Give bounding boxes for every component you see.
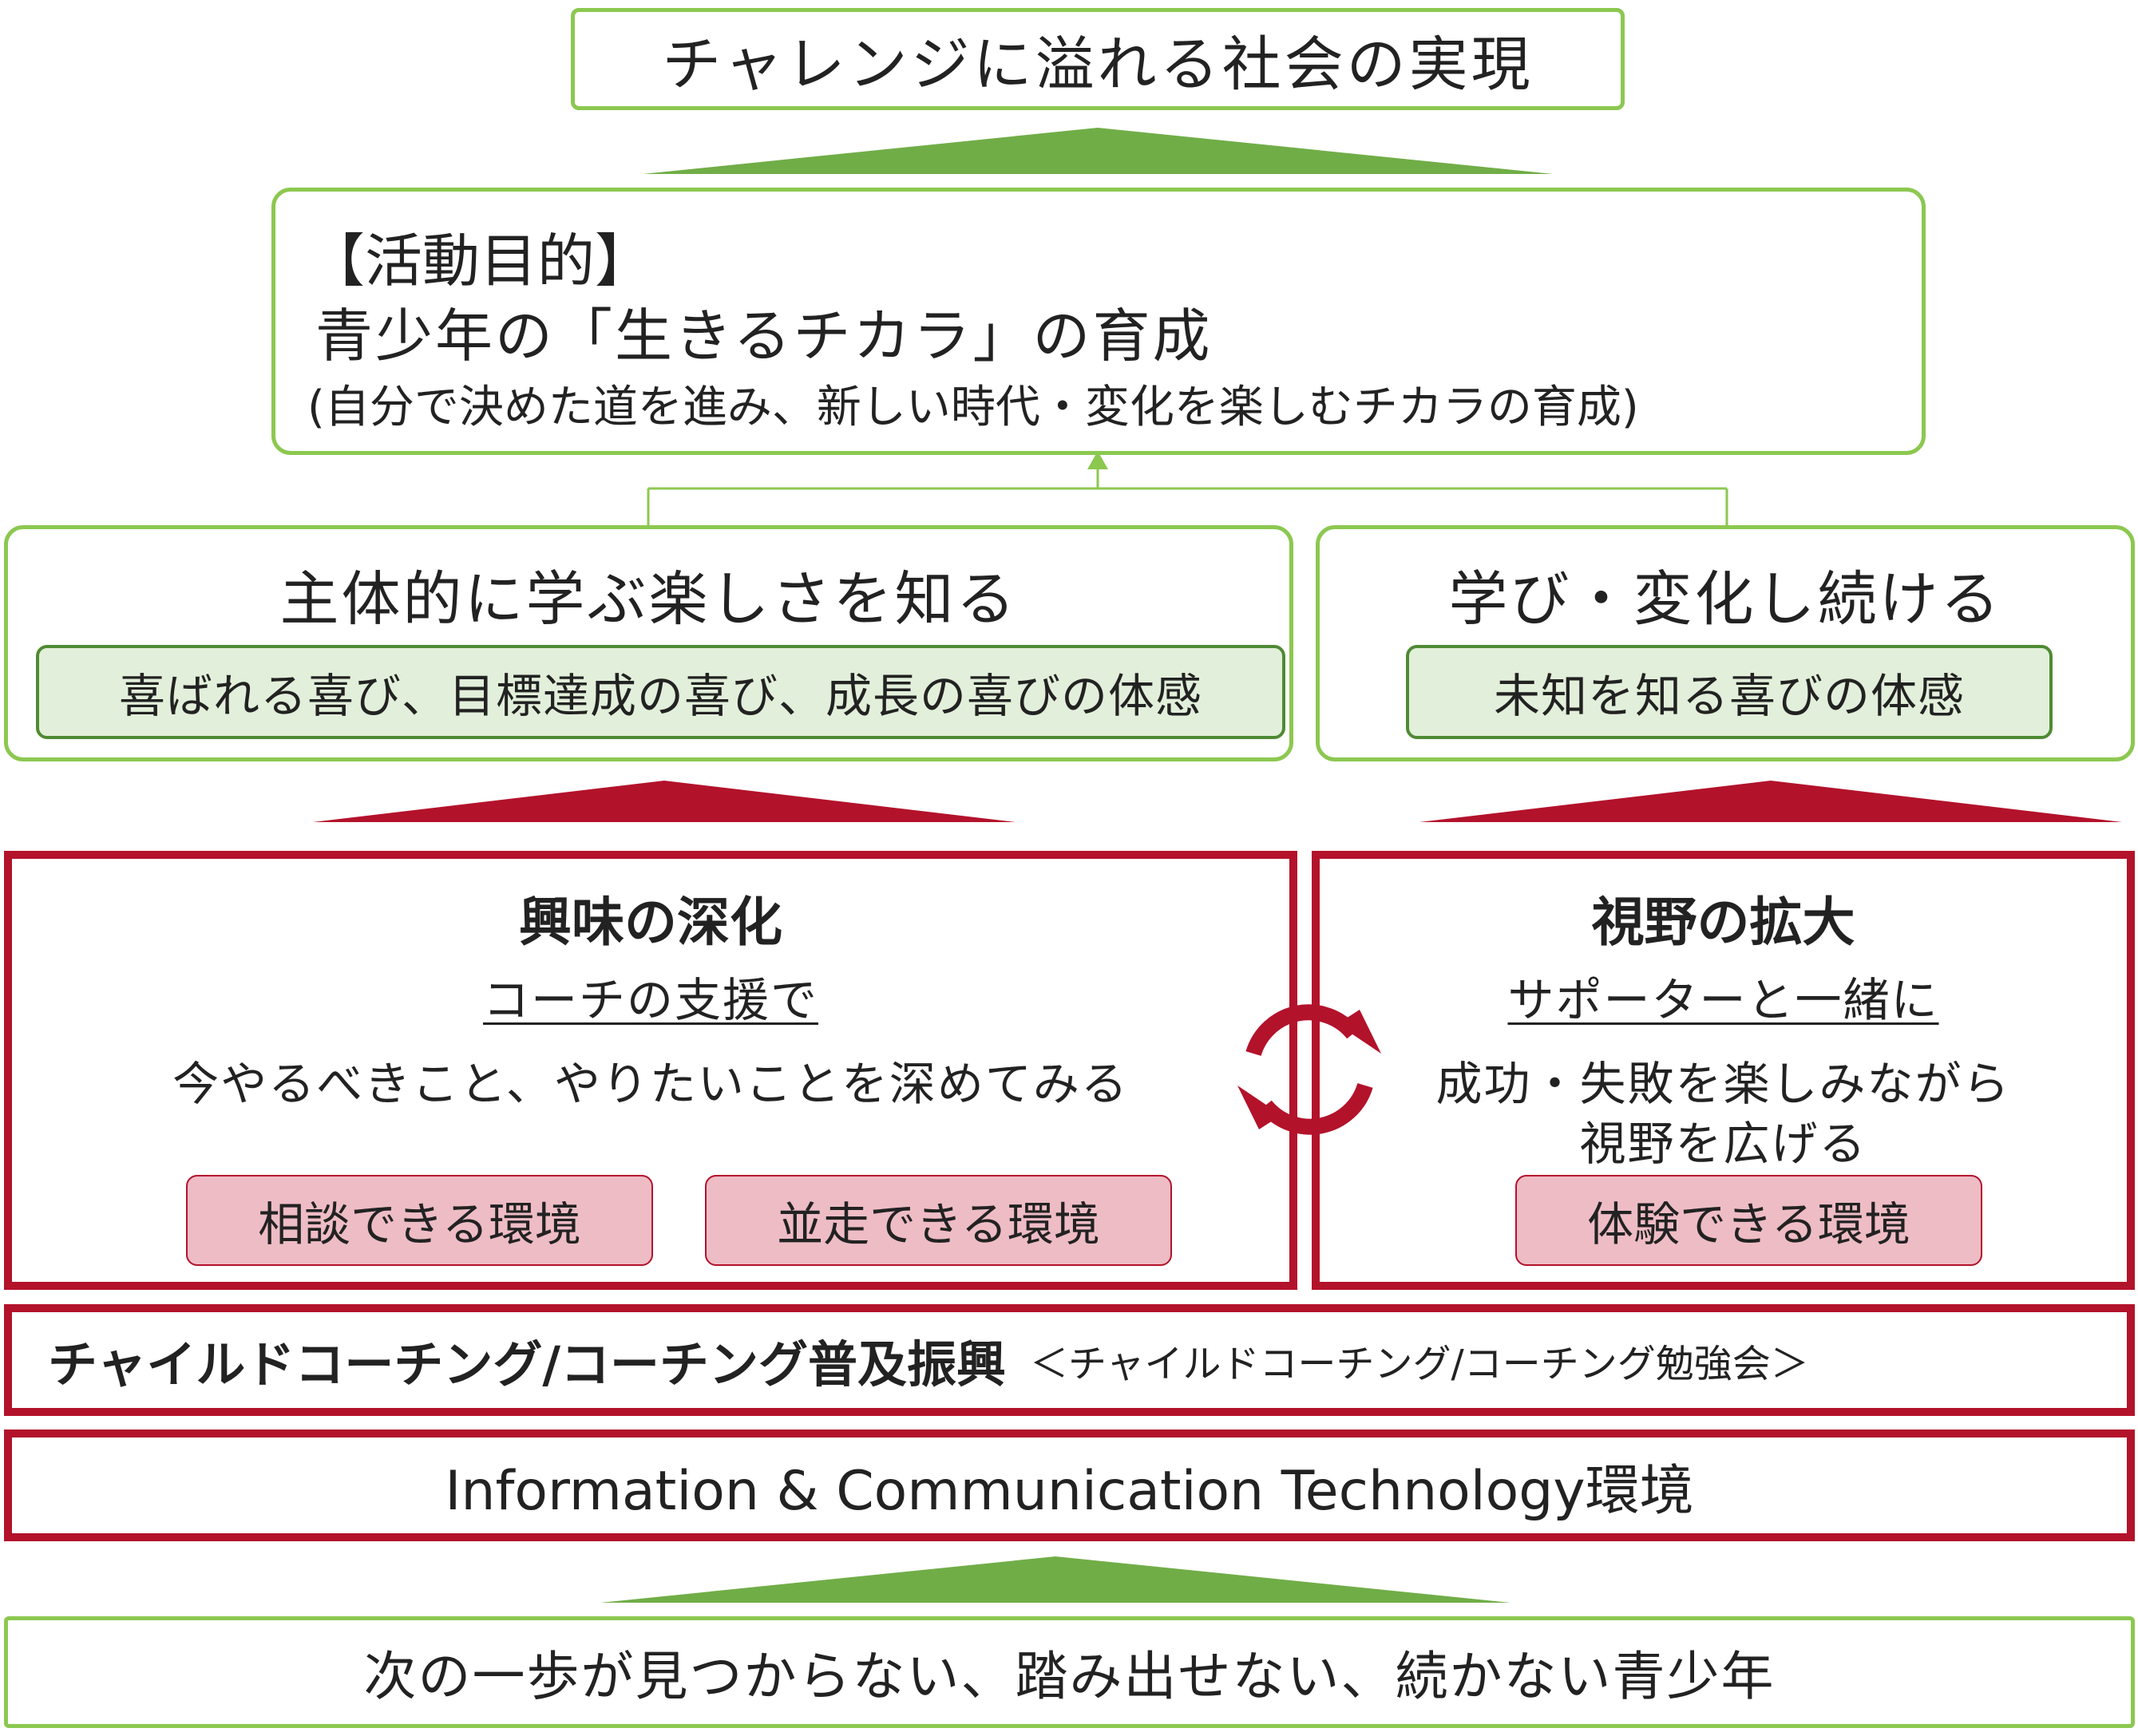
deepen-env-parallel: 並走できる環境 xyxy=(705,1175,1172,1266)
outcome-right-title: 学び・変化し続ける xyxy=(1448,565,2002,634)
expand-box: 視野の拡大 サポーターと一緒に 成功・失敗を楽しみながら 視野を広げる 体験でき… xyxy=(1312,851,2135,1290)
outcome-left-pill: 喜ばれる喜び、目標達成の喜び、成長の喜びの体感 xyxy=(36,645,1285,739)
purpose-heading: 【活動目的】 xyxy=(307,227,653,295)
expand-body-line1: 成功・失敗を楽しみながら xyxy=(1435,1057,2011,1111)
ict-text: Information & Communication Technology環境 xyxy=(445,1459,1694,1523)
expand-title: 視野の拡大 xyxy=(1591,892,1855,953)
coaching-text-row: チャイルドコーチング/コーチング普及振興 ＜チャイルドコーチング/コーチング勉強… xyxy=(48,1312,1809,1408)
expand-subtitle-wrap: サポーターと一緒に xyxy=(1320,963,2127,1030)
expand-subtitle: サポーターと一緒に xyxy=(1507,973,1939,1027)
purpose-title: 青少年の「生きるチカラ」の育成 xyxy=(315,303,1213,370)
green-triangle-top xyxy=(643,128,1553,174)
expand-body-line2: 視野を広げる xyxy=(1579,1117,1867,1171)
outcome-left-pill-text: 喜ばれる喜び、目標達成の喜び、成長の喜びの体感 xyxy=(118,669,1202,723)
outcome-left-box: 主体的に学ぶ楽しさを知る 喜ばれる喜び、目標達成の喜び、成長の喜びの体感 xyxy=(4,525,1293,761)
deepen-body: 今やるべきこと、やりたいことを深めてみる xyxy=(172,1057,1129,1111)
red-triangle-left xyxy=(313,781,1016,822)
goal-box: チャレンジに溢れる社会の実現 xyxy=(571,8,1625,110)
expand-env-experience-text: 体験できる環境 xyxy=(1587,1197,1910,1252)
outcome-right-pill: 未知を知る喜びの体感 xyxy=(1406,645,2053,739)
deepen-subtitle: コーチの支援で xyxy=(482,973,818,1027)
deepen-title: 興味の深化 xyxy=(519,892,782,953)
purpose-subtitle: (自分で決めた道を進み、新しい時代・変化を楽しむチカラの育成) xyxy=(307,382,1639,433)
coaching-sub: ＜チャイルドコーチング/コーチング勉強会＞ xyxy=(1030,1342,1809,1386)
deepen-env-consult: 相談できる環境 xyxy=(186,1175,653,1266)
green-triangle-bottom xyxy=(600,1556,1510,1603)
goal-text: チャレンジに溢れる社会の実現 xyxy=(662,30,1534,99)
outcome-left-title: 主体的に学ぶ楽しさを知る xyxy=(279,565,1018,634)
red-triangle-right xyxy=(1419,781,2122,822)
target-text: 次の一歩が見つからない、踏み出せない、続かない青少年 xyxy=(363,1646,1776,1707)
connector-lines xyxy=(647,467,1728,527)
coaching-main: チャイルドコーチング/コーチング普及振興 xyxy=(48,1335,1007,1394)
coaching-box: チャイルドコーチング/コーチング普及振興 ＜チャイルドコーチング/コーチング勉強… xyxy=(4,1304,2135,1416)
purpose-box: 【活動目的】 青少年の「生きるチカラ」の育成 (自分で決めた道を進み、新しい時代… xyxy=(271,188,1926,455)
deepen-subtitle-wrap: コーチの支援で xyxy=(12,963,1289,1030)
deepen-env-consult-text: 相談できる環境 xyxy=(258,1197,581,1252)
outcome-right-box: 学び・変化し続ける 未知を知る喜びの体感 xyxy=(1316,525,2135,761)
deepen-env-parallel-text: 並走できる環境 xyxy=(777,1197,1100,1252)
deepen-box: 興味の深化 コーチの支援で 今やるべきこと、やりたいことを深めてみる 相談できる… xyxy=(4,851,1297,1290)
target-box: 次の一歩が見つからない、踏み出せない、続かない青少年 xyxy=(4,1616,2135,1728)
circular-arrows-icon xyxy=(1237,1004,1381,1135)
ict-box: Information & Communication Technology環境 xyxy=(4,1430,2135,1541)
outcome-right-pill-text: 未知を知る喜びの体感 xyxy=(1493,669,1965,723)
expand-env-experience: 体験できる環境 xyxy=(1515,1175,1982,1266)
